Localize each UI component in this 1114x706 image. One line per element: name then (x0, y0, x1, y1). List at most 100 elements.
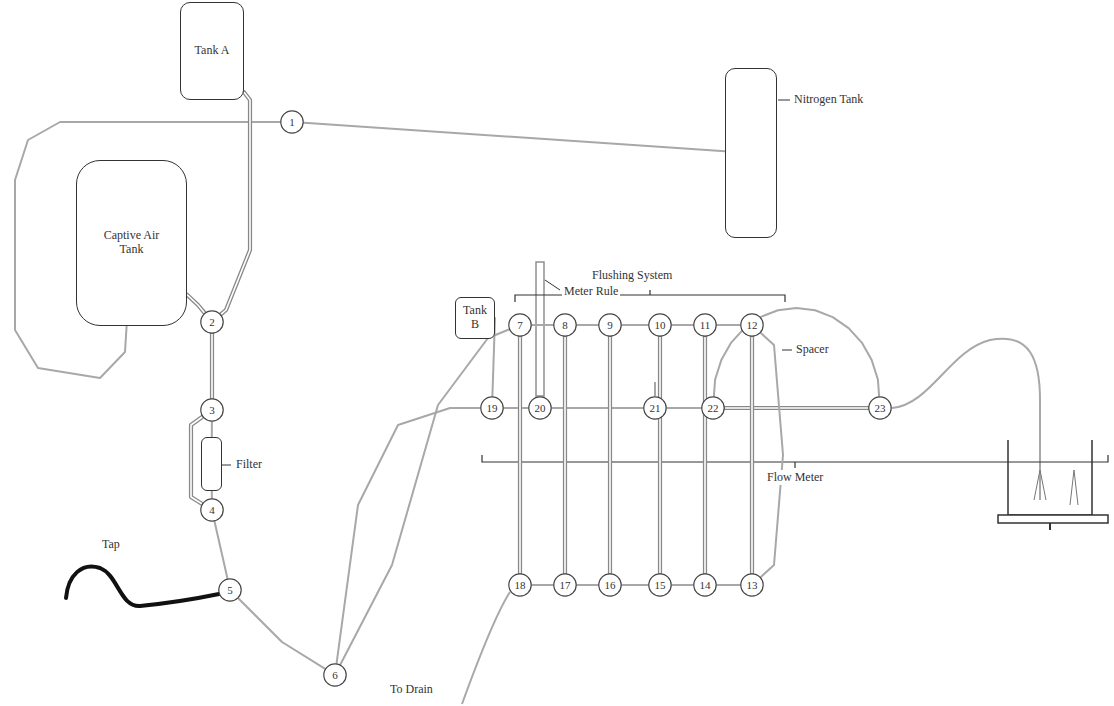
tube-connector (520, 337, 521, 573)
outlet-tube (892, 339, 1040, 500)
tank-box: Tank B (455, 297, 495, 339)
tube-connector (705, 337, 706, 573)
tube-connector (761, 333, 783, 577)
callout-number: 1 (289, 116, 295, 129)
tube-connector (672, 325, 693, 326)
tube-connector (504, 408, 528, 409)
drain-line (462, 592, 510, 704)
callout-number: 18 (515, 579, 526, 592)
callout-number: 5 (227, 584, 233, 597)
callout-number: 16 (605, 579, 616, 592)
callout-number: 2 (209, 316, 215, 329)
tube-connector (212, 334, 213, 398)
junction-circle: 10 (648, 313, 672, 337)
callout-number: 22 (708, 402, 719, 415)
tank-label: Tank A (192, 44, 232, 58)
beaker-contents (1034, 470, 1078, 505)
part-label: Spacer (794, 342, 831, 357)
callout-number: 10 (655, 319, 666, 332)
callout-number: 15 (655, 579, 666, 592)
callout-number: 12 (747, 319, 758, 332)
callout-number: 8 (562, 319, 568, 332)
callout-number: 9 (607, 319, 613, 332)
tap-hose (66, 567, 219, 606)
tube-connector (341, 330, 509, 665)
beaker (1008, 440, 1092, 515)
tube-connector (304, 123, 725, 151)
junction-circle: 18 (508, 573, 532, 597)
leader-line (545, 280, 560, 290)
tube-connector (211, 422, 212, 437)
tube-connector (532, 325, 553, 326)
junction-circle: 21 (643, 396, 667, 420)
junction-circle: 2 (200, 310, 224, 334)
junction-circle: 17 (553, 573, 577, 597)
tube-connector (660, 337, 661, 573)
callout-number: 6 (332, 669, 338, 682)
junction-circle: 1 (280, 110, 304, 134)
tank-box: Tank A (180, 2, 244, 100)
junction-circle: 19 (480, 396, 504, 420)
callout-number: 11 (700, 319, 711, 332)
tube-connector (672, 585, 693, 586)
junction-circle: 4 (200, 498, 224, 522)
tube-connector (239, 599, 325, 669)
junction-circle: 12 (740, 313, 764, 337)
tube-connector (622, 585, 648, 586)
callout-number: 4 (209, 504, 215, 517)
junction-circle: 22 (701, 396, 725, 420)
tube-connector (215, 522, 228, 579)
callout-number: 19 (487, 402, 498, 415)
junction-circle: 6 (323, 663, 347, 687)
tank-box: Nitrogen Tank (725, 68, 777, 238)
part-label: To Drain (388, 682, 435, 697)
tank-label: Tank B (460, 304, 490, 332)
junction-circle: 15 (648, 573, 672, 597)
callout-number: 14 (700, 579, 711, 592)
tube-connector (714, 308, 879, 396)
tube-connector (717, 325, 740, 326)
junction-circle: 8 (553, 313, 577, 337)
callout-number: 23 (875, 402, 886, 415)
callout-number: 13 (747, 579, 758, 592)
meter-rule (536, 262, 544, 396)
tube-connector (532, 585, 553, 586)
junction-circle: 23 (868, 396, 892, 420)
junction-circle: 7 (508, 313, 532, 337)
tank-label: Nitrogen Tank (792, 93, 865, 107)
tube-connector (752, 337, 753, 573)
part-label: Flow Meter (765, 470, 825, 485)
tube-connector (610, 337, 611, 573)
tube-connector (565, 337, 566, 573)
tube-connector (221, 92, 250, 314)
callout-number: 17 (560, 579, 571, 592)
tank-box: Captive Air Tank (76, 160, 187, 326)
junction-circle: 9 (598, 313, 622, 337)
tube-connector (211, 491, 212, 498)
junction-circle: 3 (200, 398, 224, 422)
bracket (515, 290, 785, 302)
tank-label: Filter (234, 458, 264, 472)
tube-connector (667, 408, 701, 409)
junction-circle: 13 (740, 573, 764, 597)
tube-connector (577, 325, 598, 326)
bracket (482, 455, 1108, 468)
junction-circle: 5 (218, 578, 242, 602)
junction-circle: 14 (693, 573, 717, 597)
tube-connector (717, 585, 740, 586)
tube-connector (622, 325, 648, 326)
leader-line (782, 350, 792, 351)
balance (998, 515, 1108, 523)
tube-connector (187, 295, 204, 313)
junction-circle: 16 (598, 573, 622, 597)
leader-line (778, 100, 790, 101)
tube-connector (725, 408, 868, 409)
callout-number: 20 (535, 402, 546, 415)
callout-number: 21 (650, 402, 661, 415)
tank-label: Captive Air Tank (94, 229, 170, 257)
leader-line (222, 465, 231, 466)
